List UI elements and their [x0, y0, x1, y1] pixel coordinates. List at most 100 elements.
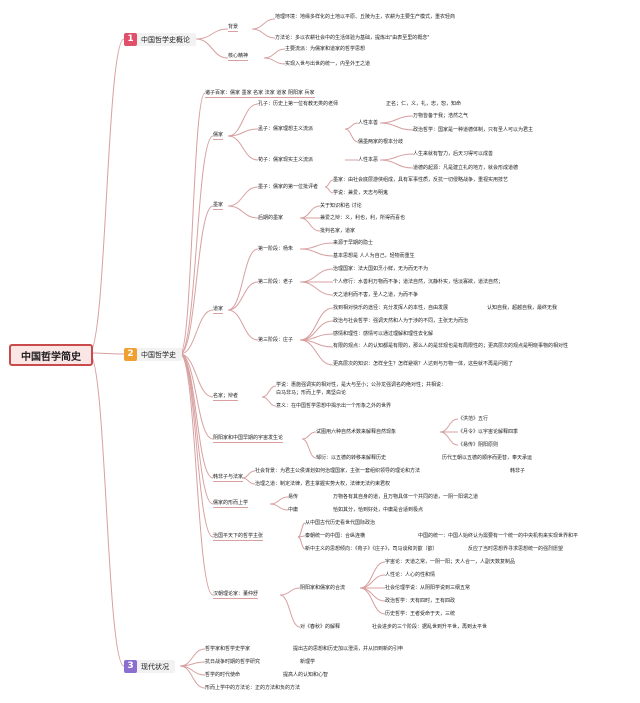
node-human-nature-theory[interactable]: 人性论：人心的性和情 [385, 572, 436, 578]
node-legalist-background[interactable]: 社会背景：为君主公侯谋划如何治理国家，主张一套组织领导的理论和方法 [255, 468, 421, 474]
node-history-philosophy[interactable]: 历史哲学：王者受命于天，三统 [385, 611, 456, 617]
node-eclectic-trend[interactable]: 新中主义的思想倾向：《荀子》《庄子》，司马谈和刘歆（歆） [305, 546, 438, 552]
node-knowledge[interactable]: 关于知识和名 讨论 [320, 203, 362, 209]
node-legalism[interactable]: 韩非子与法家 [213, 474, 244, 482]
connector-line [301, 431, 317, 440]
connector-line [195, 28, 229, 40]
section-2-node[interactable]: 2 中国哲学史 [124, 348, 182, 361]
connector-line [251, 18, 276, 30]
node-core-spirit[interactable]: 核心精神 [228, 53, 249, 61]
node-later-mohism[interactable]: 后期的墨家 [258, 215, 284, 221]
node-mozi[interactable]: 墨子：儒家的第一位批评者 [258, 184, 319, 190]
connector-line [227, 281, 259, 311]
node-self-transcend[interactable]: 认知自我，超越自我，最终无我 [487, 305, 558, 311]
node-yueling[interactable]: 《月令》以宇宙论解释四季 [458, 429, 519, 435]
node-mohists[interactable]: 墨家：由社会底层游侠组成，具有军事性质，反抗一切侵略战争，重视实用技艺 [333, 177, 509, 183]
node-limited-view[interactable]: 有限的观点：人的认知都是有限的，那么人的是非观也是有局限性的；更高层次的观点是明… [333, 343, 569, 349]
node-yang-idea[interactable]: 基本思想是 人人为自己，轻物而重生 [333, 253, 415, 259]
node-hundred-schools[interactable]: 诸子百家：儒家 墨家 名家 法家 道家 阴阳家 兵家 [205, 90, 315, 98]
node-dong-politics[interactable]: 政治哲学：天有四时，王有四政 [385, 598, 456, 604]
node-hanfeizi[interactable]: 韩非子 [510, 468, 526, 474]
node-wartime-research[interactable]: 抗日战争时期的哲学研究 [205, 659, 261, 665]
node-way-of-heaven[interactable]: 天之道利而不害，圣人之道，为而不争 [333, 292, 419, 298]
node-six-arts[interactable]: 试图用六种自然术数来解释自然现象 [316, 429, 397, 435]
node-zou-yan[interactable]: 邹衍：以五德的转移来解释历史 [316, 455, 387, 461]
node-unity-desire[interactable]: 反应了当时思想界寻求思想统一的强烈愿望 [468, 546, 564, 552]
root-node[interactable]: 中国哲学简史 [9, 344, 93, 366]
connector-line [261, 385, 277, 398]
node-five-virtues[interactable]: 历代王朝以五德的顺序而更替，奉天承运 [442, 455, 533, 461]
node-political-philosophy[interactable]: 政治哲学：国家是一种道德体制，只有圣人可以为君主 [413, 127, 534, 133]
node-spring-autumn[interactable]: 对《春秋》的解释 [300, 624, 341, 630]
node-divergence[interactable]: 儒墨两家的根本分歧 [358, 139, 404, 145]
node-zhongyong-meaning[interactable]: 恰如其分，恰到好处，中庸是合适到极点 [333, 507, 424, 513]
connector-line [439, 418, 459, 433]
node-mencius[interactable]: 孟子：儒家理想主义流派 [258, 126, 314, 132]
node-mission[interactable]: 哲学的时代使命 [205, 672, 241, 678]
node-laozi[interactable]: 第二阶段：老子 [258, 279, 294, 285]
node-yin-yang[interactable]: 阴阳家和中国早期的宇宙发生论 [213, 435, 284, 443]
node-confucianism[interactable]: 儒家 [213, 132, 224, 140]
node-happiness[interactable]: 找到相对快乐的途径：充分发挥人的本性，自由发展 [333, 305, 449, 311]
node-confluence[interactable]: 阴阳家和儒家的合流 [300, 585, 346, 591]
node-morality-origin[interactable]: 道德的起源：凡是建立礼的地方，就会形成道德 [413, 165, 519, 171]
node-logician-meaning[interactable]: 意义：在中国哲学思想中揭示出一个形象之外的世界 [276, 403, 392, 409]
section-1-node[interactable]: 1 中国哲学史概论 [124, 33, 196, 46]
connector-line [299, 242, 334, 250]
node-confucius-virtues[interactable]: 正名；仁，义，礼，忠，恕，知命 [386, 101, 462, 107]
node-metaphysics[interactable]: 儒家的形而上学 [213, 500, 249, 508]
node-background[interactable]: 背景 [228, 24, 239, 32]
node-yizhuan[interactable]: 易传 [288, 494, 299, 500]
node-intellect[interactable]: 人生来就有智力，后天习得可以成善 [413, 151, 494, 157]
node-ancient-politics[interactable]: 从中国古代历史看世代国际政治 [305, 520, 376, 526]
connector-line [299, 205, 321, 219]
node-criticism[interactable]: 批判名家，道家 [320, 228, 356, 234]
node-universal-love[interactable]: 兼爱之辩：义，利也，利，所得而喜也 [320, 215, 406, 221]
node-zhongyong[interactable]: 中庸 [288, 507, 299, 513]
node-confucius[interactable]: 孔子：历史上第一位有教无类的老师 [258, 101, 339, 107]
node-three-stages[interactable]: 社会进步的三个阶段：据乱世到升平世，再到太平世 [372, 624, 488, 630]
connector-line [344, 122, 359, 130]
node-xunzi[interactable]: 荀子：儒家现实主义流派 [258, 157, 314, 163]
node-human-nature-good[interactable]: 人性本善 [358, 120, 379, 126]
node-statecraft[interactable]: 治国平天下的哲学主张 [213, 533, 264, 541]
node-logician-doctrine[interactable]: 学说：惠施强调实的相对性，是大与至小；公孙龙强调名的绝对性；共相说： [276, 382, 447, 388]
node-mohism[interactable]: 墨家 [213, 202, 224, 210]
node-yang-zhu[interactable]: 第一阶段：杨朱 [258, 246, 294, 252]
node-human-nature-evil[interactable]: 人性本恶 [358, 157, 379, 163]
node-hongfan[interactable]: 《洪范》五行 [458, 416, 489, 422]
node-new-lixue[interactable]: 新理学 [300, 659, 316, 665]
node-zhuang-politics[interactable]: 政治与社会哲学：强调天然和人为于涉的不同，主张无为而治 [333, 318, 469, 324]
node-higher-knowledge[interactable]: 更高层次的知识：怎样全生？怎样避祸？人达到与万物一体，这些就不再是问题了 [333, 361, 514, 367]
node-emotion-reason[interactable]: 感情和理性：感情可以通过理解和理性去化解 [333, 331, 434, 337]
node-yizhuan-principle[interactable]: 《易传》阴阳原则 [458, 442, 499, 448]
node-qin-unification[interactable]: 秦朝统一的中国：合纵连横 [305, 533, 366, 539]
node-cosmology[interactable]: 宇宙论：天道之常，一阴一阳；天人合一，人副天数复制品 [385, 559, 516, 565]
connector-line [299, 339, 334, 366]
node-methodology[interactable]: 方法论：多以农耕社会中的生活体验为基础，提炼出"由表至里的概念" [275, 35, 430, 41]
node-dong-zhongshu[interactable]: 汉朝理论家：董仲舒 [213, 591, 259, 599]
node-inner-sage[interactable]: 实现入世与出世的统一，内圣外王之道 [285, 61, 371, 67]
node-logicians[interactable]: 名家；辩者 [213, 393, 239, 401]
node-cultivation[interactable]: 个人修行：水善利万物而不争；道法自然，沉静朴实，恬淡寡欲，道法自然； [333, 279, 504, 285]
node-main-schools[interactable]: 主要流派：为儒家和道家的哲学思想 [285, 46, 366, 52]
node-clarification[interactable]: 提出古的思想和历史加以澄清，并从旧到新的引申 [293, 646, 404, 652]
node-mohist-doctrine[interactable]: 学说：兼爱，天志与明鬼 [333, 190, 389, 196]
node-social-ethics[interactable]: 社会伦理学说：从阴阳学说到三纲五常 [385, 585, 471, 591]
connector-line [279, 594, 301, 628]
section-3-node[interactable]: 3 现代状况 [124, 660, 175, 673]
node-philosophers[interactable]: 哲学家和哲学史学家 [205, 646, 251, 652]
node-governing[interactable]: 治理国家：法大国如烹小鲜，无为而无不为 [333, 266, 429, 272]
node-cognition[interactable]: 提高人的认知和心智 [283, 672, 329, 678]
node-governance[interactable]: 治理之道：制定法律，君主掌握实势大权，法律无法约束君权 [255, 481, 391, 487]
node-hermits[interactable]: 来源于早期的隐士 [333, 240, 374, 246]
node-white-horse[interactable]: 白马非马；形而上学，离坚白论 [276, 390, 347, 396]
node-all-things[interactable]: 万物皆备于我；浩然之气 [413, 113, 469, 119]
connector-line [179, 353, 214, 538]
node-methodology-meta[interactable]: 形而上学中的方法论：正的方法和负的方法 [205, 685, 301, 691]
node-geography[interactable]: 地理环境：地缘多样化的土地以平原、丘陵为主，农耕为主要生产模式，重农轻商 [275, 14, 456, 20]
node-daoism[interactable]: 道家 [213, 306, 224, 314]
node-zhuangzi[interactable]: 第三阶段：庄子 [258, 337, 294, 343]
node-china-unity[interactable]: 中国的统一：中国人始终认为需要有一个统一的中央机构来实现世界和平 [418, 533, 579, 539]
node-yizhuan-dao[interactable]: 万物各有其自身的道，且万物具体一个共同的道，一阴一阳谓之道 [333, 494, 479, 500]
